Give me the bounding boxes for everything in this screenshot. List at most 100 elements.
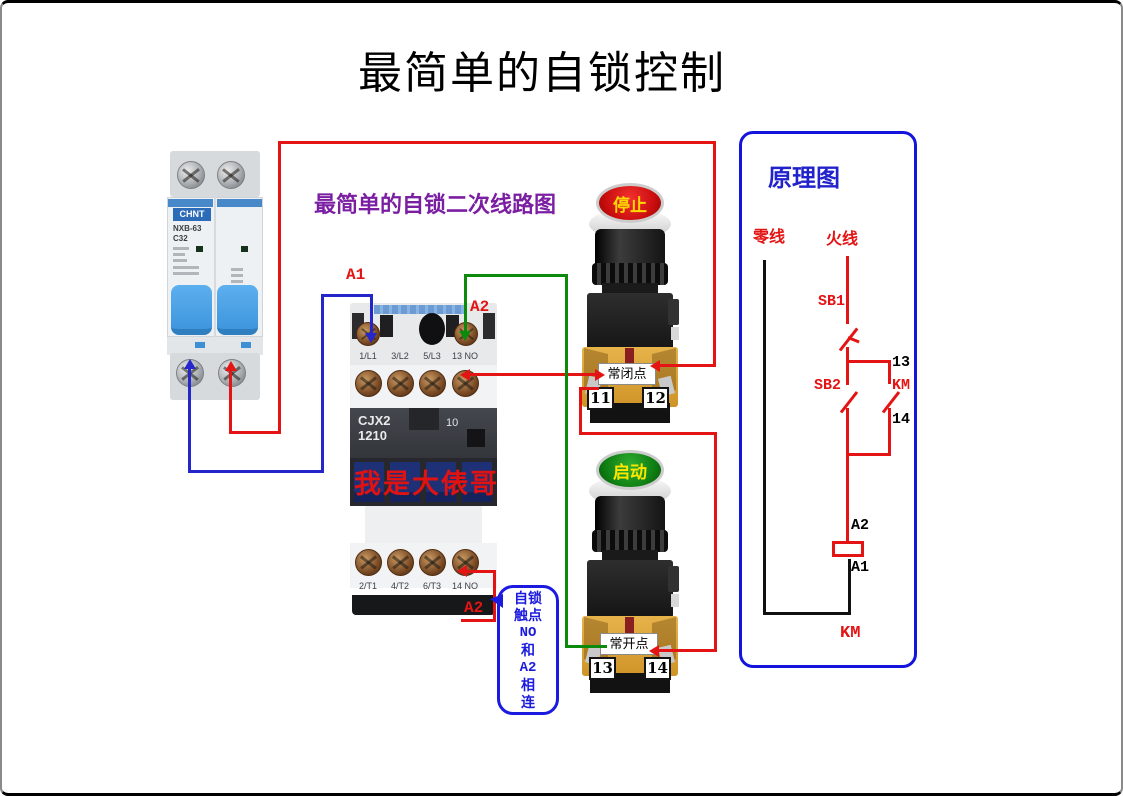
self-lock-callout: 自锁 触点 NO 和 A2 相 连 [490, 585, 559, 715]
callout-line: 自锁 [514, 590, 542, 606]
stop-contact-type-label: 常闭点 [598, 363, 656, 385]
schematic-live-line [846, 360, 849, 385]
contactor-main-screw [419, 549, 446, 576]
breaker-brand-logo: CHNT [173, 208, 211, 221]
callout-line: NO [519, 624, 537, 641]
contactor-terminal-label: 4/T2 [390, 581, 409, 591]
stop-button-latch [668, 299, 679, 325]
schematic-km-contact-label: KM [892, 377, 911, 394]
start-contact-center-mark [625, 617, 634, 643]
stop-button-side-nub [671, 327, 679, 340]
wire-arrowhead [460, 369, 470, 381]
wire-arrowhead [365, 333, 377, 343]
contactor-center-tab [409, 408, 439, 430]
wire-green-segment [565, 274, 568, 648]
wire-green-segment [464, 274, 568, 277]
start-terminal-14: 14 [644, 657, 671, 680]
contactor: 1/L1 3/L2 5/L3 13 NO CJX2 1210 10 2/T1 4… [347, 303, 500, 615]
contactor-main-screw [387, 370, 414, 397]
wire-red-segment [579, 387, 599, 390]
callout-tail [490, 594, 503, 608]
breaker-indicator-right [241, 246, 248, 252]
wire-red-segment [713, 141, 716, 367]
schematic-live-line [846, 408, 849, 543]
stop-contact-center-mark [625, 348, 634, 374]
breaker-lower-mark-left [195, 342, 205, 348]
schematic-13-label: 13 [892, 354, 911, 371]
wire-arrowhead [649, 645, 659, 657]
schematic-sb1-label: SB1 [818, 293, 846, 310]
start-button-assembly: 启动 常开点 13 14 [580, 448, 680, 693]
stop-terminal-11: 11 [587, 387, 614, 410]
circuit-breaker: CHNT NXB-63 C32 [165, 146, 265, 400]
breaker-screw-top-right [217, 161, 245, 189]
wire-red-segment [656, 364, 716, 367]
contactor-terminal-label: 3/L2 [391, 351, 409, 361]
label-a1: A1 [346, 266, 366, 284]
breaker-screw-top-left [177, 161, 205, 189]
contactor-coil-stub-right [483, 313, 495, 339]
contactor-main-screw [387, 549, 414, 576]
wire-red-segment [229, 431, 281, 434]
stop-button-collar [592, 263, 668, 285]
wire-arrowhead [457, 565, 467, 577]
wire-red-annotation [466, 570, 496, 573]
contactor-terminal-label: 13 NO [451, 351, 478, 361]
wire-arrowhead [459, 331, 471, 347]
contactor-top-oval [419, 313, 445, 345]
contactor-main-screw [419, 370, 446, 397]
schematic-panel [739, 131, 917, 668]
breaker-fineprint-bar [173, 272, 199, 275]
start-button-latch [668, 566, 679, 592]
schematic-sb2-label: SB2 [814, 377, 842, 394]
wire-red-segment [655, 649, 717, 652]
contactor-model-line2: 1210 [358, 428, 387, 443]
schematic-neutral-line [763, 612, 851, 615]
schematic-live-line [846, 453, 891, 456]
breaker-fineprint-bar [231, 274, 243, 277]
breaker-indicator-left [196, 246, 203, 252]
wire-blue-segment [188, 470, 324, 473]
breaker-fineprint-bar [173, 266, 199, 269]
schematic-a1-label: A1 [851, 559, 870, 576]
callout-line: 相 [521, 677, 535, 694]
wire-blue-segment [321, 294, 324, 473]
stop-button-cap[interactable]: 停止 [596, 183, 664, 223]
schematic-coil-symbol [832, 541, 864, 557]
breaker-handle-left [171, 285, 212, 335]
schematic-14-label: 14 [892, 411, 911, 428]
contactor-terminal-label: 14 NO [451, 581, 478, 591]
start-button-cylinder [595, 496, 665, 534]
contactor-terminal-label: 5/L3 [423, 351, 441, 361]
callout-line: 连 [521, 694, 535, 711]
label-a2-top: A2 [470, 298, 490, 316]
breaker-handle-right [217, 285, 258, 335]
contactor-main-screw [355, 549, 382, 576]
schematic-live-label: 火线 [826, 231, 859, 248]
breaker-fineprint-bar [173, 259, 187, 262]
breaker-blue-band-right [217, 199, 262, 207]
schematic-live-line [846, 360, 891, 363]
wire-red-segment [229, 371, 232, 433]
schematic-live-line [846, 256, 849, 324]
contactor-top-block-1 [380, 315, 393, 337]
contactor-window [462, 462, 492, 502]
wire-red-annotation [461, 619, 496, 622]
wire-blue-segment [188, 369, 191, 473]
contactor-window [426, 462, 456, 502]
start-button-cap[interactable]: 启动 [596, 450, 664, 490]
contactor-white-band [365, 506, 482, 548]
stop-button-assembly: 停止 常闭点 11 12 [580, 181, 680, 425]
schematic-km-coil-label: KM [840, 624, 861, 643]
callout-line: 和 [521, 642, 535, 659]
wire-blue-segment [321, 294, 373, 297]
schematic-neutral-label: 零线 [753, 229, 786, 246]
wire-red-segment [278, 141, 716, 144]
breaker-fineprint-bar [173, 253, 185, 256]
breaker-fineprint-bar [231, 268, 243, 271]
contactor-main-screw [355, 370, 382, 397]
breaker-model-text: NXB-63 [173, 224, 202, 233]
contactor-terminal-label: 1/L1 [359, 351, 377, 361]
schematic-title: 原理图 [768, 165, 840, 192]
